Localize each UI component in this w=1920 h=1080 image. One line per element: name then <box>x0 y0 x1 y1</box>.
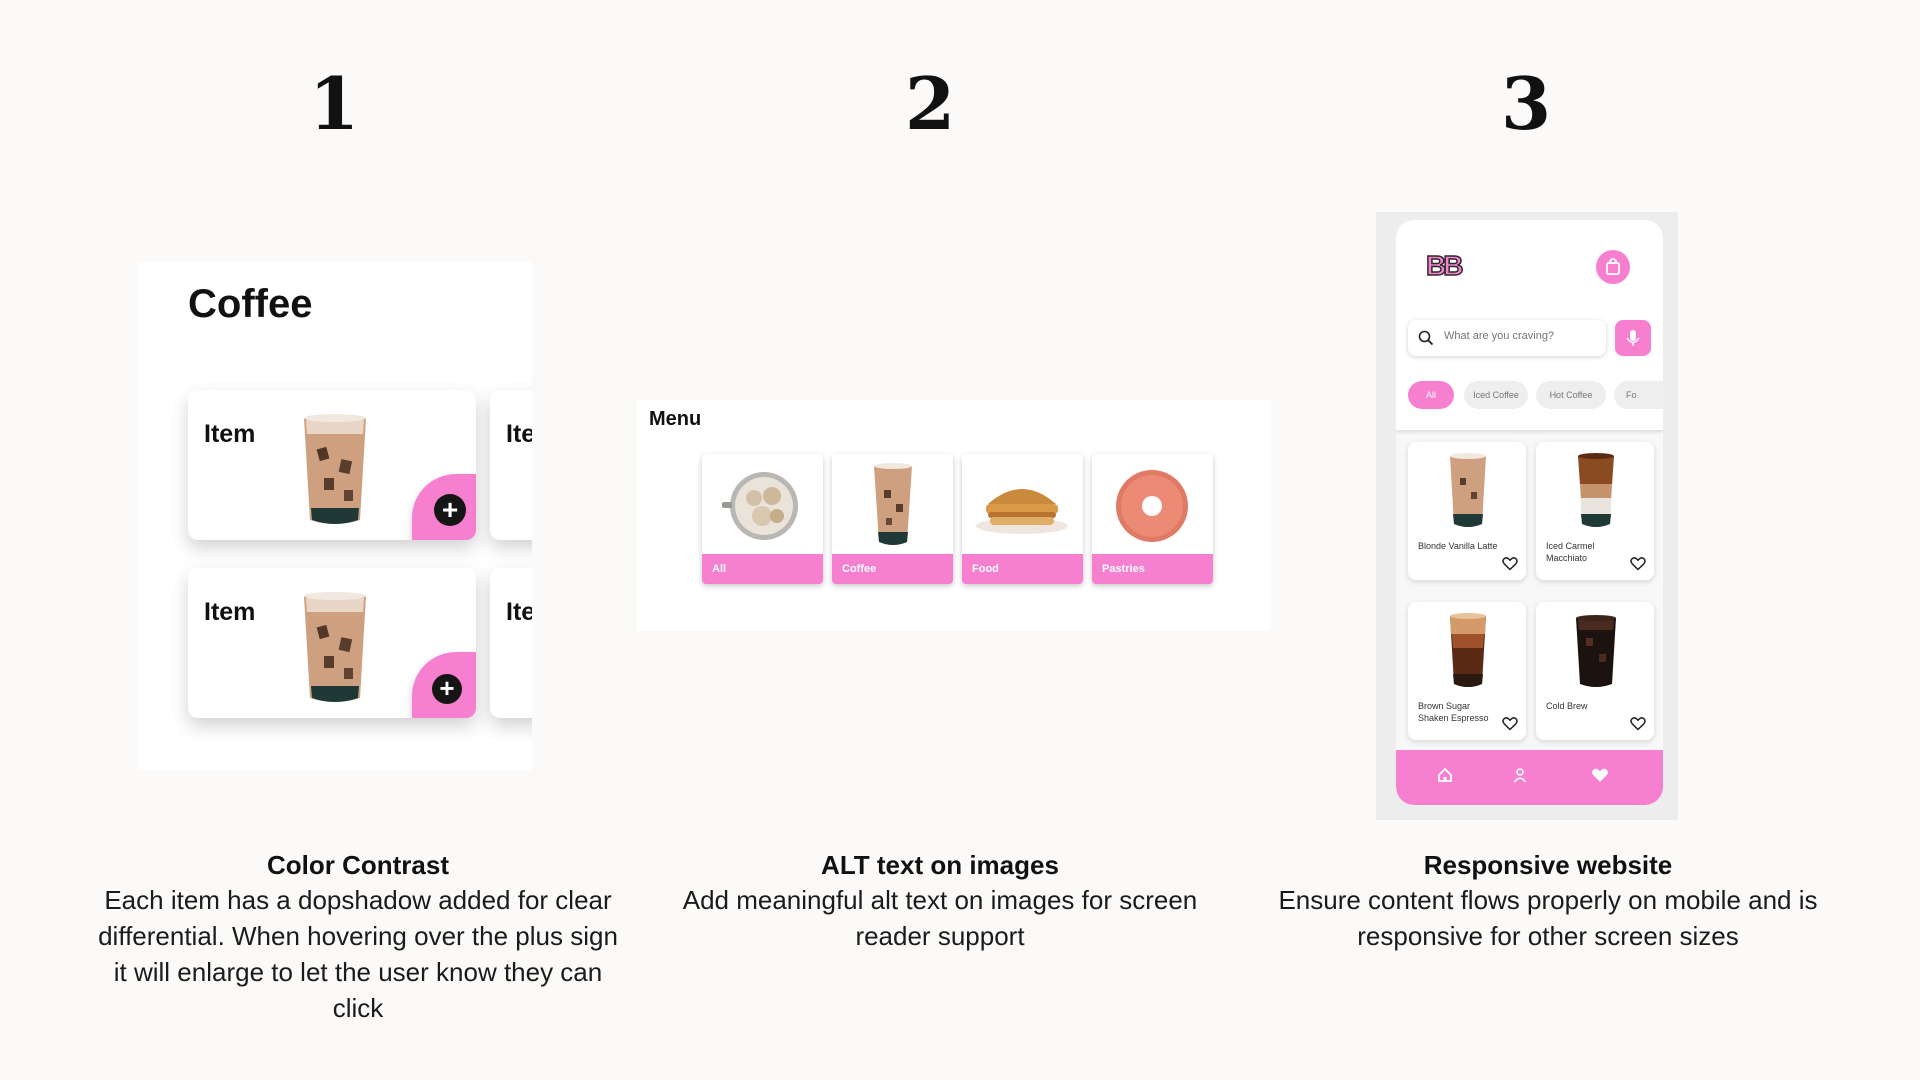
home-icon[interactable] <box>1436 766 1454 784</box>
product-card[interactable]: Blonde Vanilla Latte <box>1408 442 1526 580</box>
filter-chip-all[interactable]: All <box>1408 381 1454 409</box>
product-name: Brown Sugar Shaken Espresso <box>1418 701 1489 723</box>
caption-body: Add meaningful alt text on images for sc… <box>682 885 1198 951</box>
step-number-1: 1 <box>308 61 360 146</box>
category-label: All <box>702 554 823 584</box>
caption-responsive: Responsive website Ensure content flows … <box>1278 848 1818 954</box>
voice-search-button[interactable] <box>1615 320 1651 356</box>
shopping-bag-button[interactable] <box>1596 250 1630 284</box>
category-label: Coffee <box>832 554 953 584</box>
category-title: Coffee <box>188 282 313 326</box>
iced-coffee-cup-icon <box>874 463 912 545</box>
filter-chip-iced-coffee[interactable]: Iced Coffee <box>1464 381 1528 409</box>
item-card[interactable]: Item + <box>188 568 476 718</box>
caption-color-contrast: Color Contrast Each item has a dopshadow… <box>88 848 628 1026</box>
caption-title: ALT text on images <box>821 850 1059 880</box>
product-card[interactable]: Brown Sugar Shaken Espresso <box>1408 602 1526 740</box>
color-contrast-example: Coffee Item + Ite Item <box>138 262 532 770</box>
item-card[interactable]: Ite <box>490 390 532 540</box>
product-name: Cold Brew <box>1546 701 1588 711</box>
bottom-navigation <box>1396 750 1663 805</box>
iced-latte-icon <box>1450 453 1486 527</box>
cold-brew-icon <box>1576 615 1616 687</box>
product-name: Blonde Vanilla Latte <box>1418 541 1498 551</box>
responsive-example: BB All <box>1376 212 1678 820</box>
menu-title: Menu <box>649 408 702 430</box>
step-number-3: 3 <box>1500 61 1552 146</box>
category-card-food[interactable]: Food <box>962 454 1083 584</box>
step-number-2: 2 <box>904 61 956 146</box>
caption-alt-text: ALT text on images Add meaningful alt te… <box>670 848 1210 954</box>
caption-body: Ensure content flows properly on mobile … <box>1278 885 1818 951</box>
heart-icon[interactable] <box>1591 766 1609 784</box>
item-label: Item <box>204 598 256 626</box>
search-input[interactable] <box>1442 329 1606 343</box>
mobile-app-mockup: BB All <box>1396 220 1663 805</box>
plus-icon[interactable]: + <box>432 674 462 704</box>
category-label: Pastries <box>1092 554 1213 584</box>
caption-body: Each item has a dopshadow added for clea… <box>98 885 618 1023</box>
filter-chip-hot-coffee[interactable]: Hot Coffee <box>1536 381 1606 409</box>
iced-coffee-cup-icon <box>304 414 366 524</box>
heart-outline-icon[interactable] <box>1630 716 1646 731</box>
add-to-cart-tab[interactable]: + <box>412 652 476 718</box>
category-card-all[interactable]: All <box>702 454 823 584</box>
product-name: Iced Carmel Macchiato <box>1546 541 1595 563</box>
product-card[interactable]: Iced Carmel Macchiato <box>1536 442 1654 580</box>
add-to-cart-tab[interactable]: + <box>412 474 476 540</box>
microphone-icon <box>1626 330 1640 346</box>
heart-outline-icon[interactable] <box>1630 556 1646 571</box>
product-card[interactable]: Cold Brew <box>1536 602 1654 740</box>
item-label: Ite <box>506 598 532 626</box>
brand-logo: BB <box>1425 249 1464 282</box>
item-card[interactable]: Item + <box>188 390 476 540</box>
heart-outline-icon[interactable] <box>1502 556 1518 571</box>
caption-title: Responsive website <box>1423 850 1673 880</box>
item-label: Item <box>204 420 256 448</box>
item-label: Ite <box>506 420 532 448</box>
heart-outline-icon[interactable] <box>1502 716 1518 731</box>
app-header: BB All <box>1396 220 1663 430</box>
alt-text-example: Menu All Coffee <box>637 400 1271 631</box>
shopping-bag-icon <box>1606 258 1620 275</box>
category-card-pastries[interactable]: Pastries <box>1092 454 1213 584</box>
iced-macchiato-icon <box>1578 453 1614 527</box>
plus-icon[interactable]: + <box>434 494 466 526</box>
iced-coffee-cup-icon <box>304 592 366 702</box>
iced-drink-glass-icon <box>722 472 798 540</box>
shaken-espresso-icon <box>1450 613 1486 687</box>
category-card-coffee[interactable]: Coffee <box>832 454 953 584</box>
caption-title: Color Contrast <box>267 850 449 880</box>
donut-icon <box>1116 470 1188 542</box>
filter-chip-food[interactable]: Fo <box>1614 381 1663 409</box>
category-label: Food <box>962 554 1083 584</box>
search-bar[interactable] <box>1408 320 1606 356</box>
user-icon[interactable] <box>1511 766 1529 784</box>
search-icon <box>1418 330 1434 346</box>
item-card[interactable]: Ite <box>490 568 532 718</box>
sandwich-icon <box>976 489 1068 534</box>
